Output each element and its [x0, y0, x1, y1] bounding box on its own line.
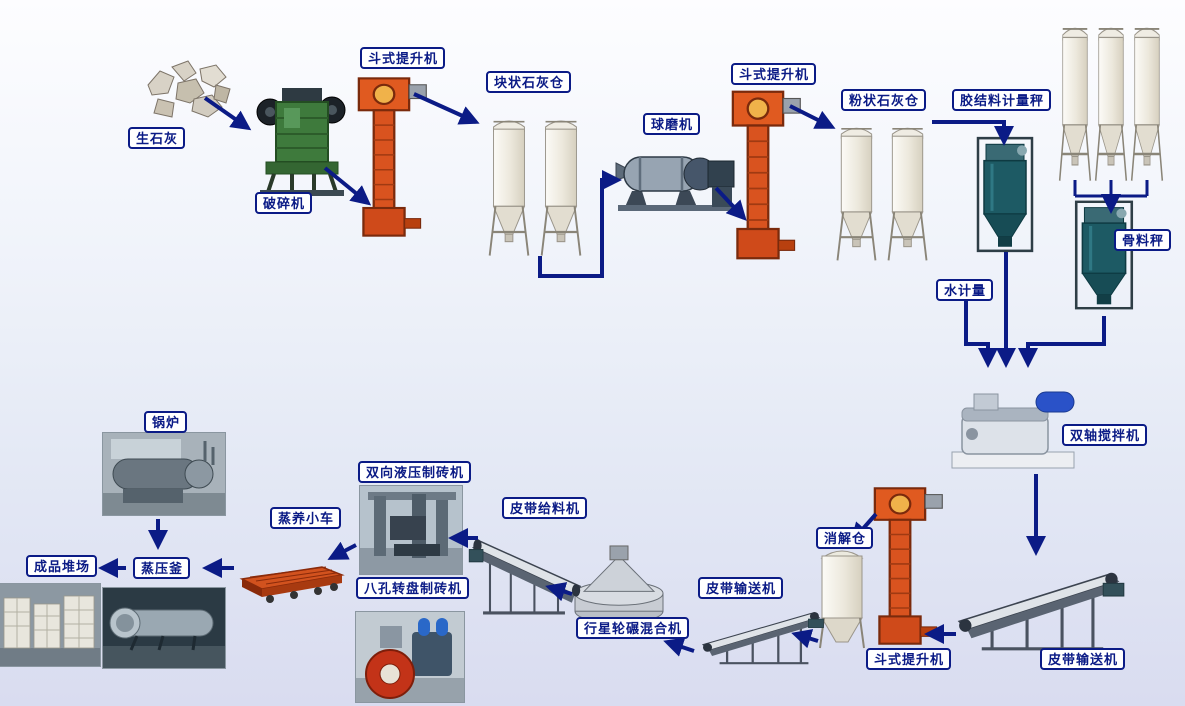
- silo-icon: [540, 120, 582, 257]
- label-quicklime: 生石灰: [128, 127, 186, 149]
- label-belt-feeder: 皮带给料机: [502, 497, 588, 519]
- label-digestion-silo: 消解仓: [816, 527, 874, 549]
- quicklime-rocks-icon: [138, 55, 238, 125]
- label-twin-shaft-mixer: 双轴搅拌机: [1062, 424, 1148, 446]
- jaw-crusher-icon: [252, 82, 352, 197]
- label-steam-curing-cart: 蒸养小车: [270, 507, 342, 529]
- arrow-aggregate-to-mixer: [1018, 316, 1106, 368]
- label-ball-mill: 球磨机: [643, 113, 701, 135]
- silo-icon: [836, 127, 877, 262]
- label-crusher: 破碎机: [255, 192, 313, 214]
- lump-lime-silos-icon: [488, 120, 582, 257]
- silo-icon: [1058, 27, 1092, 182]
- powder-lime-silos-icon: [836, 127, 928, 262]
- planetary-mixer-icon: [570, 542, 668, 627]
- label-powder-lime-silo: 粉状石灰仓: [841, 89, 927, 111]
- label-binder-metering-scale: 胶结料计量秤: [952, 89, 1052, 111]
- belt-conveyor-mid-icon: [700, 602, 828, 666]
- silo-icon: [1130, 27, 1164, 182]
- label-bucket-elevator-2: 斗式提升机: [731, 63, 817, 85]
- silo-icon: [1094, 27, 1128, 182]
- label-belt-conveyor-mid: 皮带输送机: [698, 577, 784, 599]
- twin-shaft-mixer-icon: [948, 382, 1078, 474]
- steam-curing-cart-icon: [236, 545, 348, 605]
- label-aggregate-scale: 骨料秤: [1114, 229, 1172, 251]
- aggregate-scale-icon: [1068, 196, 1140, 314]
- belt-feeder-icon: [465, 525, 583, 617]
- bucket-elevator-1-icon: [352, 72, 432, 242]
- silo-icon: [488, 120, 530, 257]
- label-bucket-elevator-1: 斗式提升机: [360, 47, 446, 69]
- label-lump-lime-silo: 块状石灰仓: [486, 71, 572, 93]
- label-product-yard: 成品堆场: [26, 555, 98, 577]
- bucket-elevator-3-icon: [868, 482, 948, 650]
- bucket-elevator-2-icon: [726, 85, 806, 265]
- label-autoclave: 蒸压釜: [133, 557, 191, 579]
- silo-icon: [887, 127, 928, 262]
- label-boiler: 锅炉: [144, 411, 188, 433]
- label-bucket-elevator-3: 斗式提升机: [866, 648, 952, 670]
- label-belt-conveyor-right: 皮带输送机: [1040, 648, 1126, 670]
- autoclave-photo: [102, 587, 226, 669]
- arrow-water-to-mixer: [964, 300, 998, 368]
- belt-conveyor-right-icon: [955, 558, 1130, 653]
- arrow-conveyor-mid-to-planetary: [663, 637, 695, 657]
- label-hydraulic-brick-machine: 双向液压制砖机: [358, 461, 472, 483]
- hydraulic-brick-machine-photo: [359, 485, 463, 575]
- label-water-metering: 水计量: [936, 279, 994, 301]
- label-rotary-brick-machine: 八孔转盘制砖机: [356, 577, 470, 599]
- aggregate-silos-icon: [1058, 27, 1164, 182]
- boiler-photo: [102, 432, 226, 516]
- label-planetary-mixer: 行星轮碾混合机: [576, 617, 690, 639]
- binder-scale-icon: [970, 132, 1040, 257]
- product-yard-photo: [0, 583, 101, 667]
- rotary-brick-machine-photo: [355, 611, 465, 703]
